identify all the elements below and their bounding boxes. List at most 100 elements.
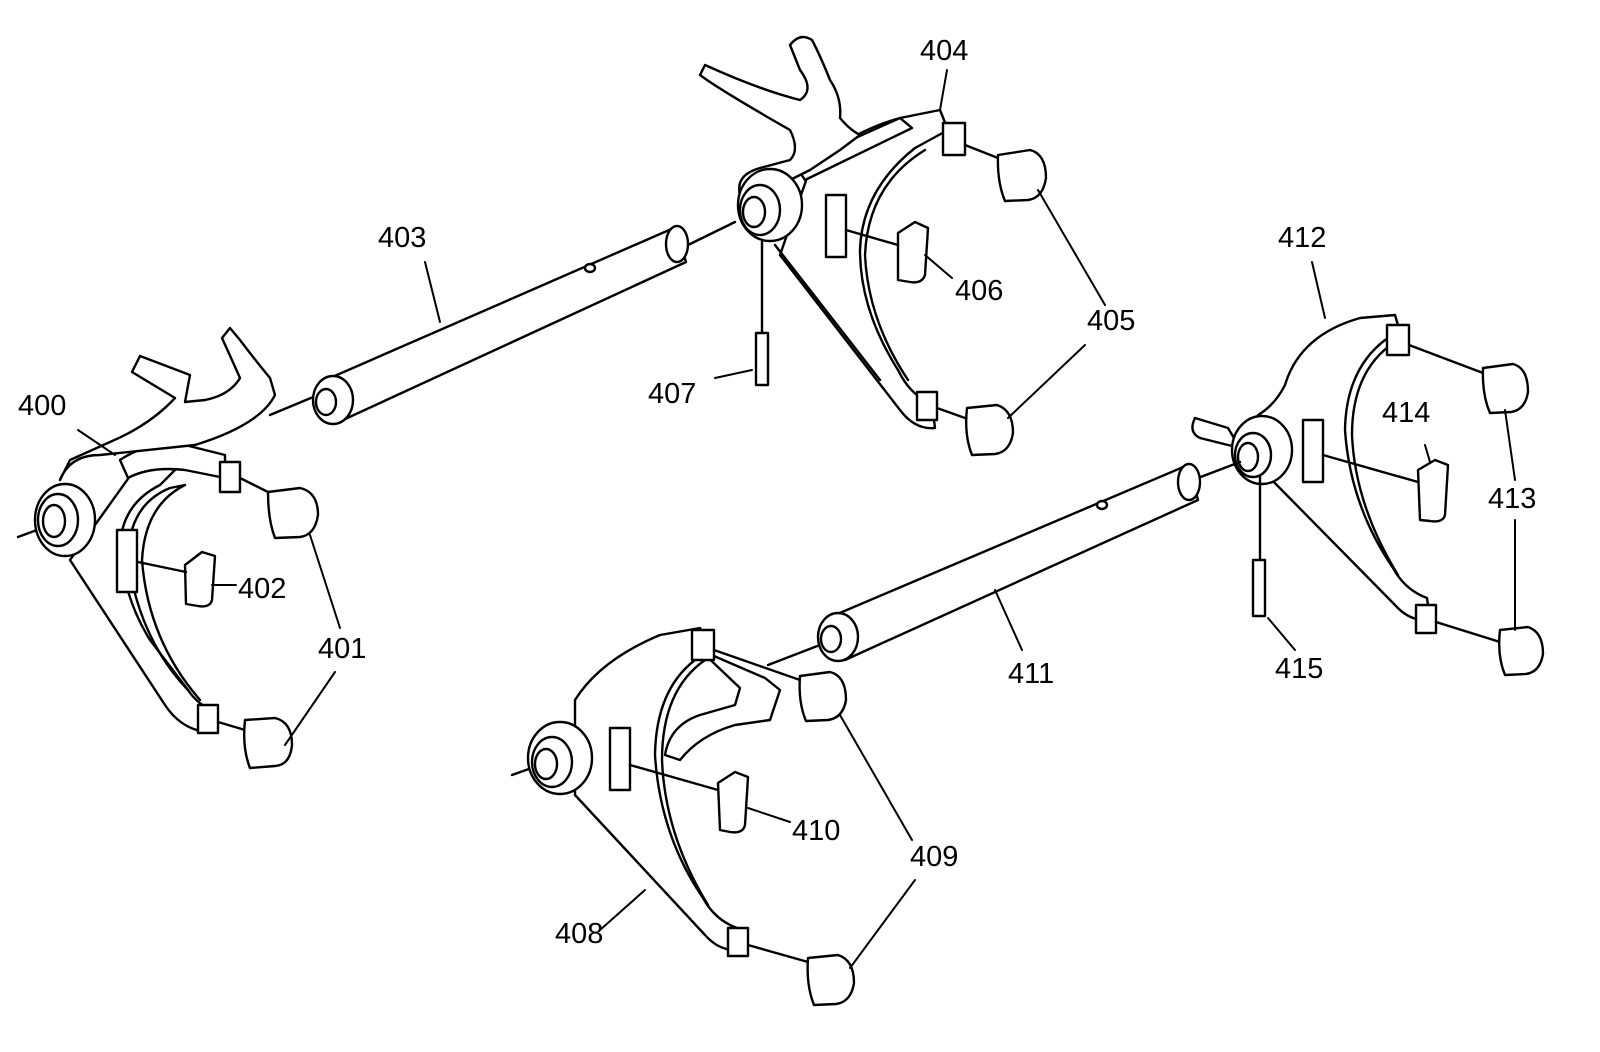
fork-408-pad-bottom <box>728 928 748 956</box>
rail-403-pin-hole <box>585 264 595 272</box>
fork-408-pad-line-bottom <box>748 945 808 962</box>
pad-405-upper <box>998 150 1046 201</box>
callout-400: 400 <box>18 390 66 422</box>
fork-404-lower-edge <box>775 245 880 380</box>
fork-400-bore <box>43 505 65 537</box>
leader-410 <box>747 807 791 823</box>
callout-405: 405 <box>1087 305 1135 337</box>
insert-406-shape <box>898 222 928 282</box>
shift-fork-pads-413 <box>1483 364 1543 675</box>
leader-411 <box>994 589 1023 651</box>
pad-401-lower <box>244 718 292 768</box>
shift-fork-insert-406 <box>846 222 928 282</box>
roll-pin-407 <box>756 242 768 385</box>
leader-401-lower <box>284 671 336 746</box>
fork-412-pad-bottom <box>1416 605 1436 633</box>
fork-400-inner-arc <box>128 485 200 700</box>
shift-fork-404 <box>700 37 998 428</box>
fork-400-body <box>60 328 275 480</box>
insert-410-guide-line <box>630 765 718 790</box>
rail-411-end-right <box>1178 464 1200 500</box>
shift-fork-pads-401 <box>244 488 318 768</box>
fork-404-outer-arm <box>780 110 948 428</box>
callout-408: 408 <box>555 918 603 950</box>
fork-412-pad-line-bottom <box>1436 622 1500 642</box>
callout-402: 402 <box>238 573 286 605</box>
callout-415: 415 <box>1275 653 1323 685</box>
rail-411-end-left-bore <box>821 626 841 652</box>
callout-412: 412 <box>1278 222 1326 254</box>
callout-410: 410 <box>792 815 840 847</box>
fork-408-inner-arc <box>662 660 708 905</box>
rail-403-body <box>330 227 686 420</box>
callout-414: 414 <box>1382 397 1430 429</box>
fork-400-insert-slot <box>117 530 137 592</box>
leader-414 <box>1424 444 1431 463</box>
fork-400-pad-line-top <box>240 478 268 492</box>
pad-409-upper <box>800 672 846 721</box>
shift-fork-insert-402 <box>138 552 215 606</box>
leader-406 <box>924 254 953 279</box>
leader-401-upper <box>309 534 341 629</box>
fork-404-pad-line-top <box>965 145 998 158</box>
fork-412-pad-top <box>1387 325 1409 355</box>
fork-404-insert-slot <box>826 195 846 257</box>
insert-406-guide-line <box>846 230 898 245</box>
shift-fork-insert-410 <box>630 765 748 832</box>
rail-411-body <box>835 465 1198 660</box>
rail-411-pin-hole <box>1097 501 1107 509</box>
callout-403: 403 <box>378 222 426 254</box>
leader-409-upper <box>839 714 913 841</box>
fork-404-body <box>700 37 860 195</box>
callout-413: 413 <box>1488 483 1536 515</box>
shift-fork-400 <box>18 328 275 733</box>
shift-rail-403 <box>270 222 735 424</box>
pad-409-lower <box>808 955 854 1005</box>
rail-411-axis-right <box>1198 462 1240 478</box>
shift-fork-pads-409 <box>800 672 854 1005</box>
insert-414-shape <box>1418 460 1448 521</box>
callout-401: 401 <box>318 633 366 665</box>
pin-415-shape <box>1253 560 1265 616</box>
pin-407-shape <box>756 333 768 385</box>
fork-400-pad-top <box>220 462 240 492</box>
pad-413-lower <box>1499 627 1543 675</box>
fork-408-pad-line-top <box>714 650 800 680</box>
fork-412-outer-arm <box>1258 315 1430 620</box>
fork-404-inner-arc <box>865 150 925 380</box>
callout-411: 411 <box>1008 658 1054 690</box>
insert-414-guide-line <box>1323 455 1418 482</box>
leader-413-upper <box>1504 409 1516 481</box>
callout-409: 409 <box>910 841 958 873</box>
fork-412-pad-line-top <box>1409 345 1483 373</box>
leader-412 <box>1311 261 1326 319</box>
insert-410-shape <box>718 772 748 832</box>
callout-404: 404 <box>920 35 968 67</box>
callout-406: 406 <box>955 275 1003 307</box>
shift-fork-412 <box>1192 315 1500 642</box>
fork-404-pad-bottom <box>917 392 937 420</box>
shift-fork-pads-405 <box>966 150 1046 455</box>
leader-407 <box>714 369 753 379</box>
shift-fork-insert-414 <box>1323 455 1448 521</box>
fork-404-pad-top <box>943 123 965 155</box>
fork-408-bore <box>535 749 557 779</box>
pad-405-lower <box>966 405 1013 455</box>
leader-415 <box>1267 617 1296 651</box>
leader-400 <box>77 429 116 456</box>
rail-403-axis-left <box>270 395 318 415</box>
leader-lines <box>77 69 1516 969</box>
leader-408 <box>599 889 646 931</box>
fork-412-insert-slot <box>1303 420 1323 482</box>
fork-404-pad-line-bottom <box>937 408 965 418</box>
rail-411-axis-left <box>768 645 820 665</box>
shift-rail-411 <box>768 462 1240 665</box>
fork-400-outer-arm <box>70 462 215 732</box>
leader-409-lower <box>849 879 916 969</box>
rail-403-end-right <box>666 226 688 262</box>
fork-412-bore <box>1238 443 1258 471</box>
callout-labels: 400 401 402 403 404 405 406 407 408 409 … <box>18 35 1536 950</box>
fork-408-insert-slot <box>610 728 630 790</box>
callout-407: 407 <box>648 378 696 410</box>
